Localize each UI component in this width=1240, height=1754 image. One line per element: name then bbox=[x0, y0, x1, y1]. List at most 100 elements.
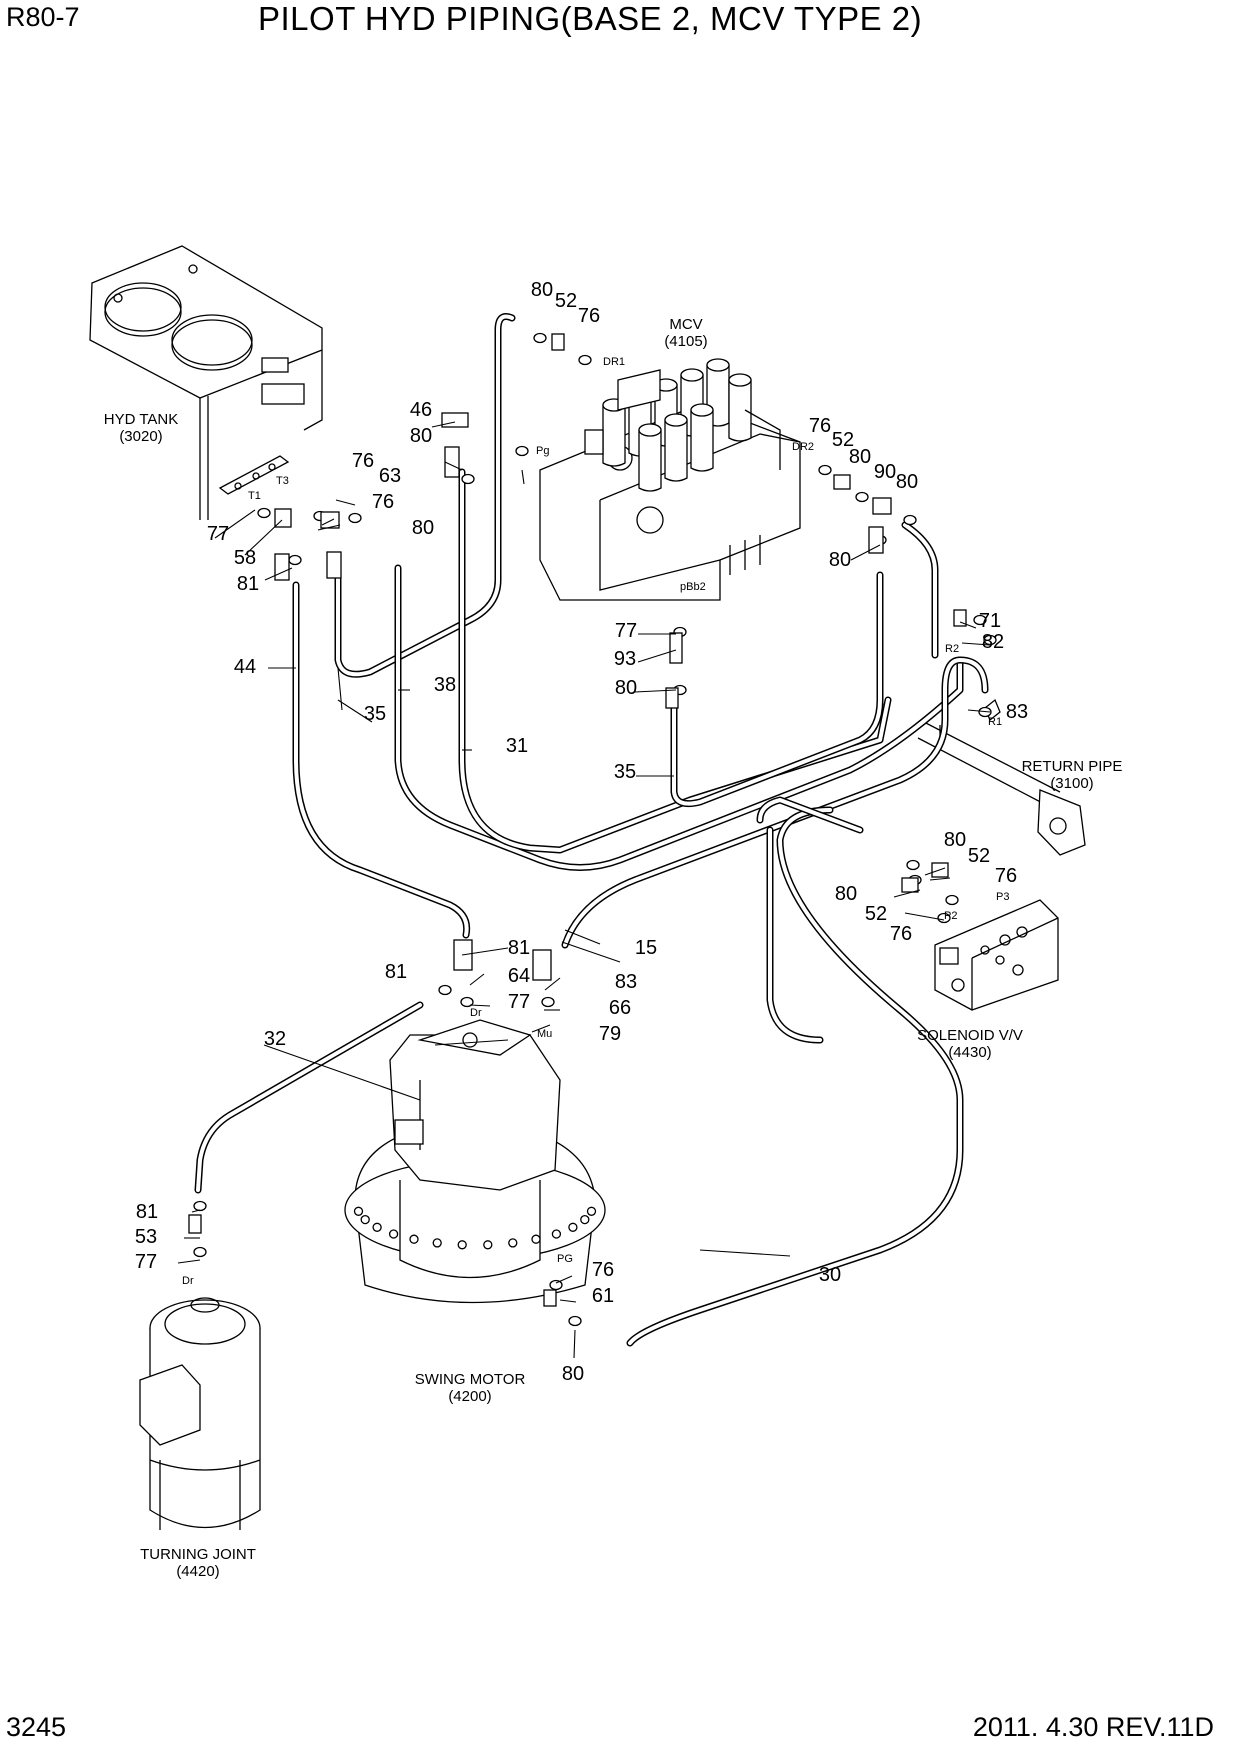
part-callout: 77 bbox=[135, 1251, 157, 1273]
leader-line bbox=[177, 1259, 201, 1264]
port-dr2: DR2 bbox=[792, 441, 814, 453]
o-ring bbox=[855, 491, 869, 503]
hyd-tank-code: (3020) bbox=[119, 428, 162, 445]
part-callout: 81 bbox=[237, 573, 259, 595]
part-callout: 80 bbox=[531, 279, 553, 301]
leader-line bbox=[431, 421, 456, 428]
part-callout: 52 bbox=[865, 903, 887, 925]
motor-bolt bbox=[580, 1214, 590, 1225]
part-callout: 76 bbox=[995, 865, 1017, 887]
solenoid-vv-name: SOLENOID V/V bbox=[917, 1027, 1023, 1044]
leader-line bbox=[191, 1209, 201, 1213]
part-callout: 90 bbox=[874, 461, 896, 483]
return-pipe-code: (3100) bbox=[1050, 775, 1093, 792]
mcv-spool bbox=[664, 413, 688, 482]
mcv-spool bbox=[638, 423, 662, 492]
part-callout: 52 bbox=[832, 429, 854, 451]
hose-15 bbox=[561, 656, 989, 949]
port-r1: R1 bbox=[988, 716, 1002, 728]
leader-line bbox=[564, 929, 601, 945]
leader-line bbox=[699, 1249, 791, 1257]
fitting bbox=[953, 609, 967, 627]
fitting bbox=[326, 551, 342, 579]
fitting bbox=[833, 474, 851, 490]
port-pg-motor: PG bbox=[557, 1253, 573, 1265]
hose-35-tank bbox=[334, 313, 516, 678]
part-callout: 66 bbox=[609, 997, 631, 1019]
part-callout: 61 bbox=[592, 1285, 614, 1307]
part-callout: 82 bbox=[982, 631, 1004, 653]
fitting bbox=[188, 1214, 202, 1234]
leader-line bbox=[555, 1275, 573, 1284]
part-callout: 77 bbox=[207, 523, 229, 545]
page-title: PILOT HYD PIPING(BASE 2, MCV TYPE 2) bbox=[258, 0, 923, 37]
port-dr1: DR1 bbox=[603, 356, 625, 368]
part-callout: 93 bbox=[614, 648, 636, 670]
page-number: 3245 bbox=[6, 1712, 67, 1742]
part-callout: 76 bbox=[809, 415, 831, 437]
o-ring bbox=[193, 1246, 207, 1258]
leader-line bbox=[850, 544, 881, 561]
part-callout: 80 bbox=[896, 471, 918, 493]
swing-motor bbox=[344, 1019, 606, 1304]
turning-joint-code: (4420) bbox=[176, 1563, 219, 1580]
o-ring bbox=[438, 984, 452, 996]
part-callout: 76 bbox=[372, 491, 394, 513]
leader-line bbox=[321, 518, 335, 526]
port-pg: Pg bbox=[536, 445, 549, 457]
part-callout: 52 bbox=[555, 290, 577, 312]
part-callout: 76 bbox=[890, 923, 912, 945]
part-callout: 80 bbox=[410, 425, 432, 447]
leader-line bbox=[559, 1299, 577, 1303]
leader-line bbox=[929, 877, 951, 881]
o-ring bbox=[515, 445, 529, 457]
part-callout: 83 bbox=[615, 971, 637, 993]
o-ring bbox=[461, 473, 475, 485]
leader-line bbox=[521, 469, 525, 485]
port-t1: T1 bbox=[248, 490, 261, 502]
part-callout: 63 bbox=[379, 465, 401, 487]
part-callout: 35 bbox=[364, 703, 386, 725]
leader-line bbox=[461, 947, 509, 956]
o-ring bbox=[193, 1200, 207, 1212]
leader-line bbox=[214, 509, 256, 539]
leader-line bbox=[434, 1039, 509, 1046]
solenoid-valve bbox=[934, 899, 1059, 1011]
o-ring bbox=[541, 996, 555, 1008]
hoses bbox=[194, 313, 989, 1347]
leader-line bbox=[444, 461, 463, 471]
leader-line bbox=[337, 699, 373, 723]
part-callout: 46 bbox=[410, 399, 432, 421]
part-callout: 53 bbox=[135, 1226, 157, 1248]
leader-line bbox=[335, 499, 356, 506]
leader-line bbox=[469, 973, 485, 986]
hose-80-mcv bbox=[901, 521, 939, 659]
leader-line bbox=[244, 519, 283, 556]
part-callout: 77 bbox=[615, 620, 637, 642]
leader-line bbox=[544, 977, 561, 991]
motor-bolt bbox=[353, 1206, 364, 1216]
motor-bolt bbox=[531, 1234, 541, 1244]
mcv-spool bbox=[728, 373, 752, 442]
fitting bbox=[320, 511, 340, 529]
part-callout: 58 bbox=[234, 547, 256, 569]
fitting bbox=[543, 1289, 557, 1307]
motor-bolt bbox=[372, 1222, 382, 1232]
motor-bolt bbox=[409, 1234, 419, 1244]
revision-date: 2011. 4.30 REV.11D bbox=[972, 1712, 1214, 1742]
fitting bbox=[532, 949, 552, 981]
part-callout: 76 bbox=[352, 450, 374, 472]
o-ring bbox=[945, 894, 959, 906]
port-mu: Mu bbox=[537, 1028, 552, 1040]
o-ring bbox=[460, 996, 474, 1008]
port-p3: P3 bbox=[996, 891, 1009, 903]
part-callout: 83 bbox=[1006, 701, 1028, 723]
leader-line bbox=[263, 1044, 421, 1101]
hose-44 bbox=[292, 581, 471, 939]
fitting bbox=[868, 526, 884, 554]
fitting bbox=[441, 412, 469, 428]
fitting bbox=[901, 877, 919, 893]
o-ring bbox=[937, 912, 951, 924]
hyd-tank-name: HYD TANK bbox=[104, 411, 178, 428]
